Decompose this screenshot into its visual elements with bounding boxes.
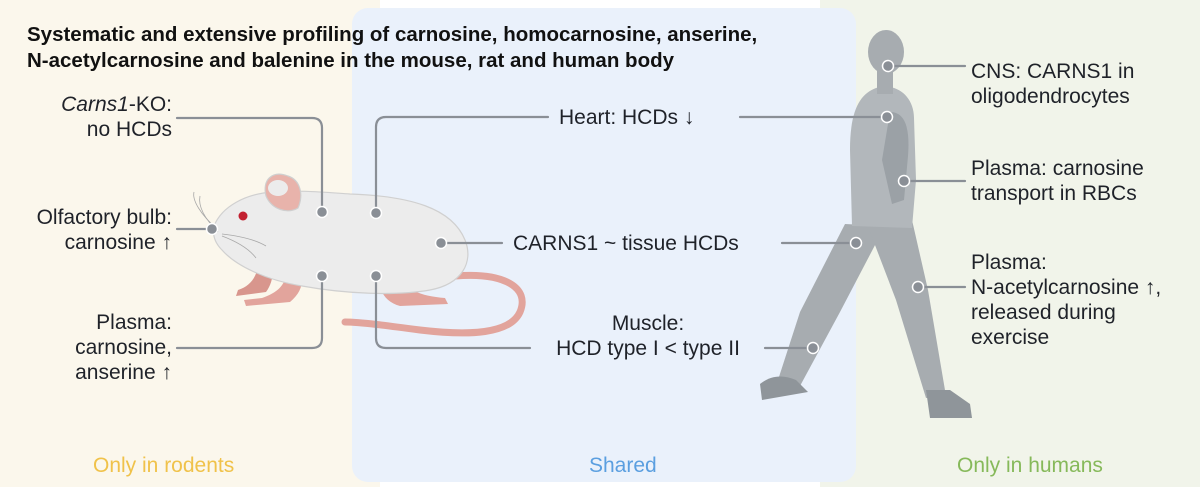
plasma-transport-line1: Plasma: carnosine: [971, 157, 1144, 180]
connector-rodent-plasma: [175, 274, 324, 350]
plasma-nac-line2: N-acetylcarnosine ↑,: [971, 276, 1162, 299]
carns1-gene-name: Carns1: [61, 93, 129, 116]
muscle-line2: HCD type I < type II: [556, 337, 740, 360]
rodent-plasma-line1: Plasma:: [96, 311, 172, 334]
human-front-foot: [926, 390, 972, 418]
region-shared-panel: [352, 8, 856, 482]
dot-olfactory: [205, 222, 219, 236]
label-rodent-plasma: Plasma: carnosine, anserine ↑: [20, 310, 172, 385]
olfactory-line1: Olfactory bulb:: [36, 206, 172, 229]
label-carns1-ko: Carns1-KO: no HCDs: [20, 92, 172, 142]
mouse-ear-back: [268, 180, 288, 196]
dot-heart-mouse: [369, 206, 383, 220]
figure-title: Systematic and extensive profiling of ca…: [27, 22, 757, 74]
label-muscle: Muscle: HCD type I < type II: [535, 311, 761, 361]
human-front-leg: [858, 218, 946, 398]
dot-muscle-human: [806, 341, 820, 355]
human-head: [868, 30, 904, 74]
plasma-nac-line3: released during: [971, 301, 1116, 324]
label-olfactory-bulb: Olfactory bulb: carnosine ↑: [4, 205, 172, 255]
label-cns: CNS: CARNS1 in oligodendrocytes: [971, 59, 1134, 109]
dot-plasma-transport: [897, 174, 911, 188]
label-heart: Heart: HCDs ↓: [559, 106, 695, 129]
dot-carns1-ko: [315, 205, 329, 219]
region-label-rodents: Only in rodents: [93, 454, 235, 477]
region-label-shared: Shared: [589, 454, 657, 477]
title-line-1: Systematic and extensive profiling of ca…: [27, 23, 758, 46]
cns-line1: CNS: CARNS1 in: [971, 60, 1135, 83]
connector-carns1-ko: [175, 116, 324, 213]
connector-muscle: [374, 274, 532, 350]
dot-carns1-mouse: [434, 236, 448, 250]
cns-line2: oligodendrocytes: [971, 85, 1130, 108]
dot-heart-human: [880, 110, 894, 124]
carns1-ko-line2: no HCDs: [86, 118, 172, 141]
dot-cns: [881, 59, 895, 73]
muscle-line1: Muscle:: [611, 312, 685, 335]
label-carns1-tissue: CARNS1 ~ tissue HCDs: [513, 232, 739, 255]
plasma-transport-line2: transport in RBCs: [971, 182, 1137, 205]
rodent-plasma-line3: anserine ↑: [75, 361, 172, 384]
human-neck: [877, 70, 893, 94]
human-back-leg: [778, 224, 885, 386]
dot-carns1-human: [849, 236, 863, 250]
plasma-nac-line4: exercise: [971, 326, 1050, 349]
mouse-eye: [238, 211, 248, 221]
plasma-nac-line1: Plasma:: [971, 251, 1047, 274]
region-label-humans: Only in humans: [957, 454, 1103, 477]
dot-rodent-plasma: [315, 269, 329, 283]
dot-muscle-mouse: [369, 269, 383, 283]
connector-heart: [374, 115, 550, 215]
olfactory-line2: carnosine ↑: [64, 231, 172, 254]
label-plasma-nac: Plasma: N-acetylcarnosine ↑, released du…: [971, 250, 1161, 350]
title-line-2: N-acetylcarnosine and balenine in the mo…: [27, 49, 675, 72]
ko-suffix: -KO:: [128, 93, 172, 116]
mouse-tail: [341, 271, 526, 337]
label-plasma-transport: Plasma: carnosine transport in RBCs: [971, 156, 1144, 206]
dot-plasma-nac: [911, 280, 925, 294]
human-back-foot: [760, 376, 808, 400]
rodent-plasma-line2: carnosine,: [75, 336, 172, 359]
